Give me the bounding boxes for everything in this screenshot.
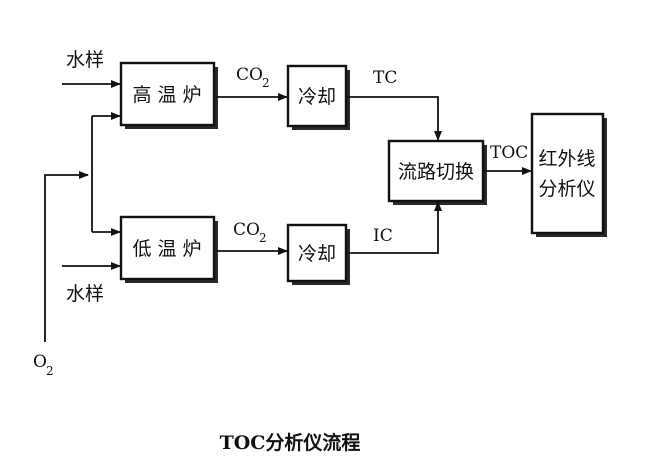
- ic-label: IC: [373, 226, 393, 246]
- cooler-top-label: 冷却: [298, 86, 336, 108]
- svg-text:CO: CO: [233, 220, 260, 240]
- cooler-bottom-box: 冷却: [286, 223, 350, 285]
- ic-line: [347, 201, 442, 254]
- ir-analyzer-label-line1: 红外线: [538, 148, 595, 170]
- flow-switch-box: 流路切换: [387, 139, 487, 205]
- tc-label: TC: [373, 68, 397, 88]
- low-temp-furnace-box: 低 温 炉: [119, 215, 218, 283]
- svg-text:CO: CO: [236, 65, 263, 85]
- svg-text:2: 2: [262, 76, 270, 90]
- ir-analyzer-box: 红外线 分析仪: [530, 112, 607, 237]
- co2-bottom-label: CO 2: [233, 220, 267, 245]
- co2-top-label: CO 2: [236, 65, 270, 90]
- oxygen-feed-line: [44, 171, 89, 342]
- toc-label: TOC: [490, 143, 528, 163]
- oxygen-label: O 2: [33, 352, 54, 378]
- cooler-bottom-label: 冷却: [298, 243, 336, 265]
- svg-text:O: O: [33, 352, 47, 372]
- cooler-top-box: 冷却: [286, 64, 350, 130]
- high-temp-furnace-box: 高 温 炉: [119, 61, 218, 129]
- ir-analyzer-label-line2: 分析仪: [538, 178, 595, 200]
- high-temp-furnace-label: 高 温 炉: [132, 84, 201, 106]
- tc-line: [347, 96, 442, 141]
- svg-text:2: 2: [46, 364, 54, 378]
- low-temp-furnace-label: 低 温 炉: [132, 238, 201, 260]
- flow-switch-label: 流路切换: [398, 161, 474, 183]
- water-sample-bottom-label: 水样: [66, 283, 104, 305]
- water-sample-top-label: 水样: [66, 49, 104, 71]
- diagram-caption: TOC分析仪流程: [220, 431, 361, 454]
- svg-text:2: 2: [259, 231, 267, 245]
